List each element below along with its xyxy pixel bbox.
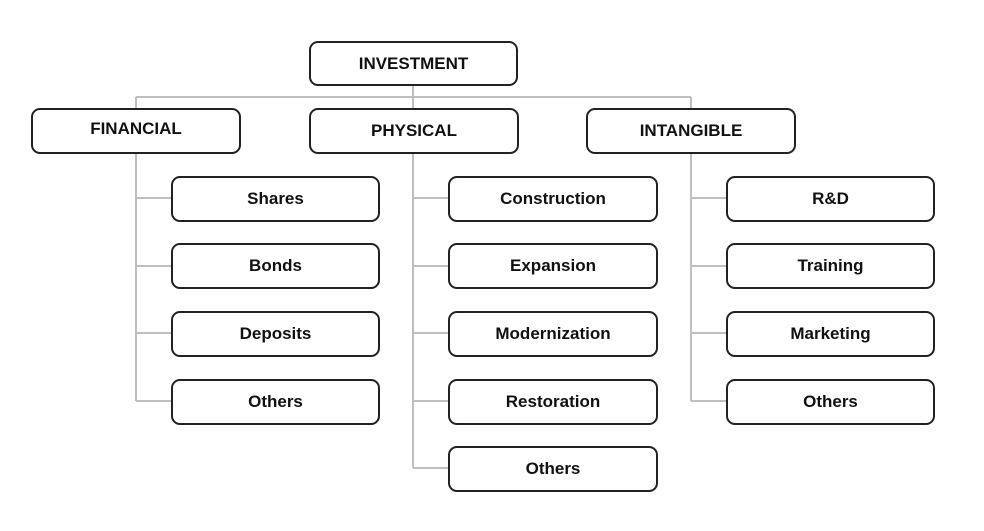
financial-item-shares: Shares bbox=[171, 176, 380, 222]
physical-item-others: Others bbox=[448, 446, 658, 492]
category-node-physical: PHYSICAL bbox=[309, 108, 519, 154]
category-node-financial: FINANCIAL bbox=[31, 108, 241, 154]
intangible-item-others: Others bbox=[726, 379, 935, 425]
intangible-item-marketing: Marketing bbox=[726, 311, 935, 357]
financial-item-others: Others bbox=[171, 379, 380, 425]
financial-item-deposits: Deposits bbox=[171, 311, 380, 357]
category-node-intangible: INTANGIBLE bbox=[586, 108, 796, 154]
physical-item-expansion: Expansion bbox=[448, 243, 658, 289]
financial-item-bonds: Bonds bbox=[171, 243, 380, 289]
intangible-item-rnd: R&D bbox=[726, 176, 935, 222]
physical-item-construction: Construction bbox=[448, 176, 658, 222]
intangible-item-training: Training bbox=[726, 243, 935, 289]
physical-item-modernization: Modernization bbox=[448, 311, 658, 357]
root-node-investment: INVESTMENT bbox=[309, 41, 518, 86]
physical-item-restoration: Restoration bbox=[448, 379, 658, 425]
